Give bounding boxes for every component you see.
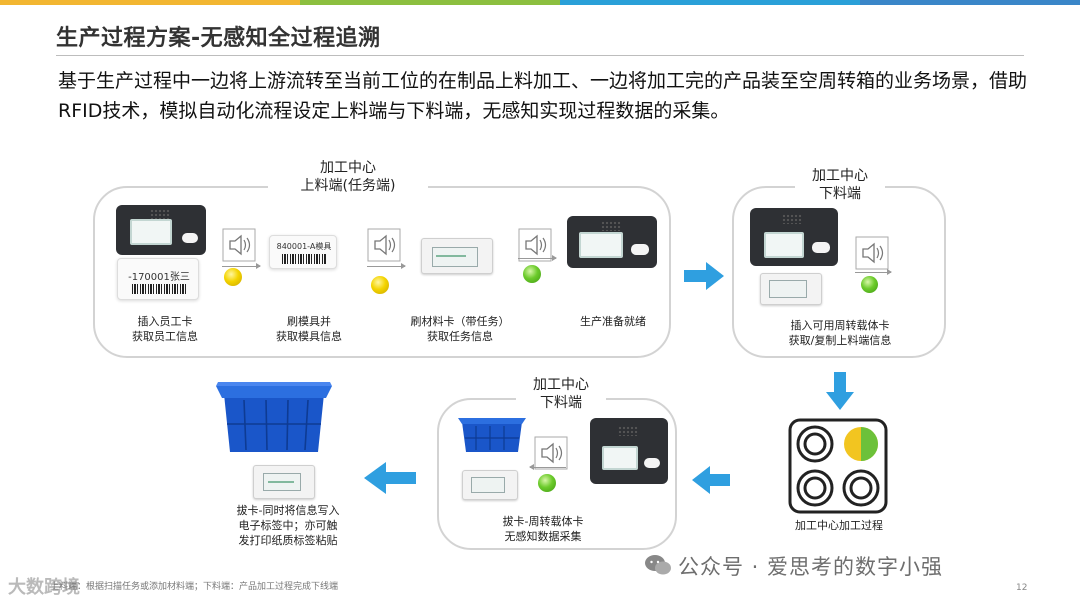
mold-tag: 840001-A模具 — [269, 235, 337, 269]
carrier-card — [760, 273, 822, 305]
speaker-icon — [855, 236, 889, 270]
speaker-icon — [222, 228, 256, 262]
mold-tag-text: 840001-A模具 — [276, 242, 332, 251]
badge-barcode — [132, 284, 186, 294]
electronic-label — [253, 465, 315, 499]
turnover-crate-small — [458, 418, 526, 452]
page-title: 生产过程方案-无感知全过程追溯 — [56, 26, 381, 51]
title-divider — [56, 55, 1024, 56]
status-light-green — [861, 276, 878, 293]
logo-watermark: 大数跨境 — [8, 577, 80, 598]
flow-arrow-right — [684, 262, 724, 290]
status-light-yellow — [224, 268, 242, 286]
reader-device-2 — [750, 208, 838, 266]
final-caption: 拔卡-同时将信息写入电子标签中；亦可触发打印纸质标签粘贴 — [236, 504, 340, 547]
wechat-watermark: 公众号 · 爱思考的数字小强 — [678, 555, 944, 579]
employee-badge-text: -170001张三 — [128, 272, 190, 283]
carrier-card-bottom — [462, 470, 518, 500]
panel1-head-line1: 加工中心 — [320, 160, 376, 176]
turnover-crate-large — [216, 382, 332, 452]
signal-arrow — [222, 263, 261, 269]
panel3-heading: 加工中心 下料端 — [516, 376, 606, 412]
process-caption: 加工中心加工过程 — [795, 519, 883, 532]
step3-caption: 刷材料卡（带任务）获取任务信息 — [410, 315, 510, 343]
speaker-icon — [534, 436, 568, 470]
signal-arrow-left — [529, 464, 566, 470]
panel2-heading: 加工中心 下料端 — [795, 167, 885, 203]
flow-arrow-down — [826, 372, 854, 410]
signal-arrow — [367, 263, 406, 269]
machining-process-icon — [788, 418, 888, 514]
reader-device-ready — [567, 216, 657, 268]
status-light-yellow — [371, 276, 389, 294]
signal-arrow — [518, 255, 557, 261]
speaker-icon — [518, 228, 552, 262]
mold-barcode — [282, 254, 326, 264]
intro-paragraph: 基于生产过程中一边将上游流转至当前工位的在制品上料加工、一边将加工完的产品装至空… — [58, 70, 1028, 122]
panel-loading-end-heading: 加工中心 上料端(任务端) — [268, 159, 428, 195]
reader-device-1 — [116, 205, 206, 255]
status-light-green — [538, 474, 556, 492]
step2-caption: 刷模具并获取模具信息 — [276, 315, 342, 343]
wechat-icon — [645, 555, 671, 575]
panel2-caption: 插入可用周转载体卡获取/复制上料端信息 — [788, 319, 892, 347]
reader-device-3 — [590, 418, 668, 484]
status-light-green — [523, 265, 541, 283]
page-number: 12 — [1016, 583, 1028, 593]
speaker-icon — [367, 228, 401, 262]
panel1-head-line2: 上料端(任务端) — [300, 178, 396, 194]
material-card — [421, 238, 493, 274]
panel3-caption: 拔卡-周转载体卡无感知数据采集 — [502, 515, 584, 543]
flow-arrow-left — [364, 462, 416, 494]
top-accent-bar — [0, 0, 1080, 5]
footer-note: 上料端：根据扫描任务或添加材料端；下料端：产品加工过程完成下线端 — [50, 582, 339, 592]
step1-caption: 插入员工卡获取员工信息 — [132, 315, 198, 343]
step4-caption: 生产准备就绪 — [580, 315, 646, 328]
signal-arrow — [855, 269, 892, 275]
employee-badge: -170001张三 — [117, 258, 199, 300]
flow-arrow-left — [692, 466, 730, 494]
